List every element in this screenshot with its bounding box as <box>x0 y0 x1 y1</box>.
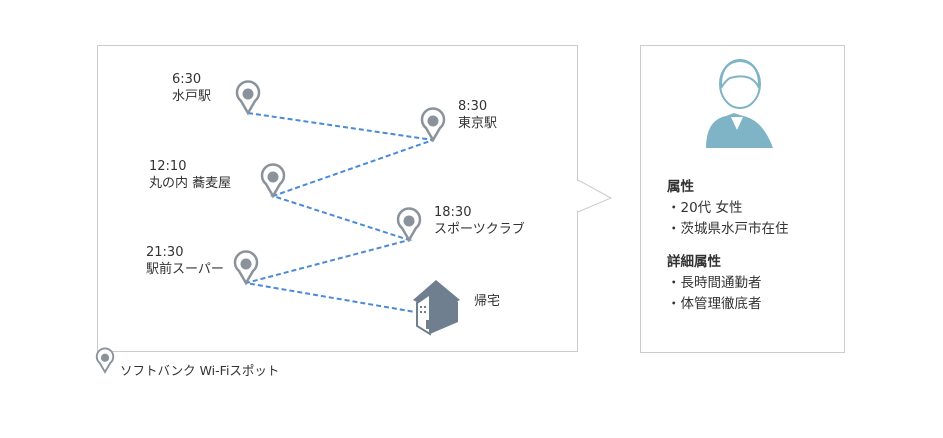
legend-pin-icon <box>95 347 115 374</box>
wifi-spot-pin-icon <box>420 107 446 143</box>
wifi-spot-pin-icon <box>233 250 259 286</box>
profile-attributes: 属性 ・20代 女性 ・茨城県水戸市在住 詳細属性 ・長時間通勤者 ・体管理徹底… <box>667 177 789 315</box>
home-label: 帰宅 <box>474 294 501 309</box>
person-avatar-icon <box>706 59 773 148</box>
route-line <box>245 112 434 313</box>
attribute-item: ・茨城県水戸市在住 <box>667 221 789 237</box>
bubble-tail <box>577 179 613 213</box>
wifi-spot-pin-icon <box>396 207 422 243</box>
detail-item: ・体管理徹底者 <box>667 296 762 312</box>
details-heading: 詳細属性 <box>667 254 721 270</box>
wifi-spot-pin-icon <box>260 163 286 199</box>
profile-panel <box>640 45 845 353</box>
legend-label: ソフトバンク Wi-Fiスポット <box>120 363 280 378</box>
detail-item: ・長時間通勤者 <box>667 275 762 291</box>
wifi-spot-pin-icon <box>235 80 261 116</box>
attribute-item: ・20代 女性 <box>667 200 743 216</box>
home-icon <box>413 280 460 336</box>
attributes-heading: 属性 <box>667 179 694 195</box>
